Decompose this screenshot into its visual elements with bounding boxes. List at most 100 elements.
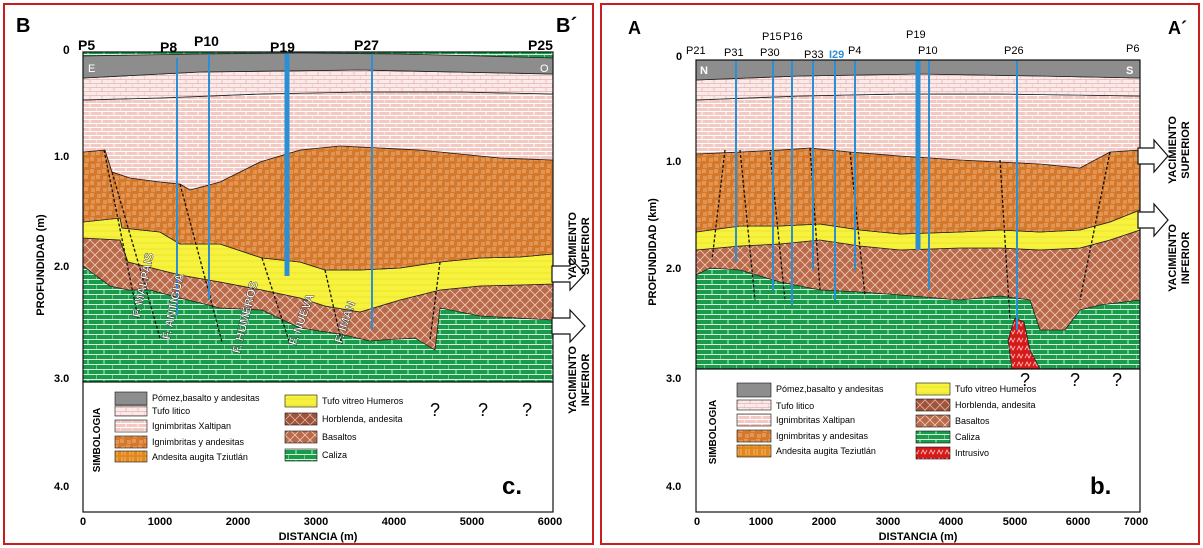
question-mark: ?: [1070, 370, 1080, 390]
x-tick-label: 4000: [939, 516, 963, 528]
right-well-labels-row1: P15 P16 P19: [762, 29, 926, 43]
right-section-end-label: A´: [1168, 18, 1187, 38]
legend-label: Ignimbritas Xaltipan: [152, 421, 231, 431]
left-orientation-east: E: [88, 63, 95, 75]
x-tick-label: 6000: [538, 516, 562, 528]
y-tick-label: 1.0: [666, 156, 681, 168]
right-cross-section-geology: [695, 59, 1141, 513]
legend-label: Horblenda, andesita: [955, 400, 1036, 410]
right-layer-intrusivo: [1007, 317, 1041, 369]
right-well-labels-row2: P21 P31 P30 P33 I29 P4 P10 P26 P6: [686, 43, 1139, 61]
legend-swatch-caliza: [915, 430, 951, 444]
legend-label: Ignimbritas y andesitas: [776, 431, 869, 441]
x-tick-label: 6000: [1066, 516, 1090, 528]
y-tick-label: 4.0: [666, 481, 681, 493]
x-tick-label: 1000: [148, 516, 172, 528]
left-section-start-label: B: [16, 15, 30, 37]
legend-swatch-pomez: [736, 382, 772, 398]
x-tick-label: 3000: [304, 516, 328, 528]
legend-swatch-andesita-augita: [736, 444, 772, 458]
question-mark: ?: [522, 400, 532, 420]
right-section-start-label: A: [628, 18, 641, 38]
legend-label: Basaltos: [322, 432, 357, 442]
x-tick-label: 3000: [876, 516, 900, 528]
legend-swatch-tufo-vitreo: [915, 382, 951, 396]
legend-label: Tufo litico: [776, 401, 814, 411]
well-label: P10: [918, 45, 938, 57]
well-label: P15: [762, 31, 782, 43]
y-tick-label: 2.0: [666, 263, 681, 275]
x-tick-label: 2000: [226, 516, 250, 528]
well-label: P30: [760, 47, 780, 59]
left-well-labels: P5 P8 P10 P19 P27 P25: [78, 33, 553, 55]
right-x-axis: 0 1000 2000 3000 4000 5000 6000 7000 DIS…: [694, 511, 1148, 543]
right-wells: [735, 60, 1018, 330]
well-label: P26: [1004, 45, 1024, 57]
legend-label: Pómez,basalto y andesitas: [152, 393, 260, 403]
well-label: P8: [160, 39, 177, 55]
arrow-icon: [551, 308, 586, 344]
well-label: P31: [724, 47, 744, 59]
legend-label: Tufo litico: [152, 406, 190, 416]
x-axis-title: DISTANCIA (m): [879, 531, 958, 543]
legend-swatch-tufo-vitreo: [284, 394, 318, 408]
right-orientation-south: S: [1126, 65, 1133, 77]
reservoir-upper-line2: SUPERIOR: [580, 217, 592, 275]
well-label: P19: [270, 39, 295, 55]
legend-swatch-basaltos: [915, 414, 951, 428]
left-orientation-west: O: [540, 63, 549, 75]
legend-swatch-xaltipan: [736, 413, 772, 427]
left-x-axis: 0 1000 2000 3000 4000 5000 6000 DISTANCI…: [80, 511, 562, 543]
well-label: P4: [848, 45, 861, 57]
x-tick-label: 1000: [749, 516, 773, 528]
right-fault-lines: [711, 147, 1111, 321]
x-tick-label: 7000: [1124, 516, 1148, 528]
question-mark: ?: [478, 400, 488, 420]
left-layer-pomez: [83, 52, 553, 79]
legend-swatch-ignimbritas: [114, 435, 148, 449]
legend-swatch-xaltipan: [114, 419, 148, 433]
reservoir-upper-line2: SUPERIOR: [1180, 121, 1192, 179]
well-label: P10: [194, 33, 219, 49]
legend-swatch-intrusivo: [915, 446, 951, 460]
legend-swatch-horblenda: [284, 412, 318, 426]
legend-label: Ignimbritas Xaltipan: [776, 415, 855, 425]
well-label-highlight: I29: [829, 49, 844, 61]
reservoir-lower-line2: INFERIOR: [1180, 232, 1192, 285]
legend-label: Tufo vitreo Humeros: [955, 384, 1037, 394]
question-mark: ?: [1020, 370, 1030, 390]
y-tick-label: 3.0: [666, 373, 681, 385]
well-label: P16: [783, 31, 803, 43]
y-axis-title: PROFUNDIDAD (km): [647, 198, 659, 306]
reservoir-lower-line1: YACIMIENTO: [1167, 224, 1179, 292]
x-tick-label: 0: [80, 516, 86, 528]
legend-swatch-andesita-augita: [114, 450, 148, 463]
x-tick-label: 4000: [382, 516, 406, 528]
x-axis-title: DISTANCIA (m): [279, 531, 358, 543]
legend-label: Pómez,basalto y andesitas: [776, 384, 884, 394]
well-label: P19: [906, 29, 926, 41]
x-tick-label: 5000: [460, 516, 484, 528]
right-orientation-north: N: [700, 65, 708, 77]
question-mark: ?: [430, 400, 440, 420]
well-label: P21: [686, 45, 706, 57]
legend-title: SIMBOLOGIA: [708, 400, 719, 464]
legend-label: Horblenda, andesita: [322, 414, 403, 424]
legend-swatch-tufo-litico: [114, 405, 148, 417]
left-y-axis: 1.0 2.0 3.0 4.0 PROFUNDIDAD (m): [35, 151, 69, 493]
legend-swatch-caliza: [284, 448, 318, 462]
right-reservoir-arrows: YACIMIENTO SUPERIOR YACIMIENTO INFERIOR: [1137, 116, 1192, 292]
legend-label: Andesita augita Tziutlán: [152, 452, 248, 462]
well-label: P5: [78, 37, 95, 53]
y-tick-label: 1.0: [54, 151, 69, 163]
legend-label: Ignimbritas y andesitas: [152, 437, 245, 447]
reservoir-lower-line1: YACIMIENTO: [567, 346, 579, 414]
left-reservoir-arrows: YACIMIENTO SUPERIOR YACIMIENTO INFERIOR: [551, 212, 592, 414]
well-label: P33: [804, 49, 824, 61]
left-wells: [176, 54, 373, 330]
legend-label: Intrusivo: [955, 448, 989, 458]
x-tick-label: 5000: [1003, 516, 1027, 528]
y-tick-label: 3.0: [54, 373, 69, 385]
legend-label: Caliza: [955, 432, 980, 442]
